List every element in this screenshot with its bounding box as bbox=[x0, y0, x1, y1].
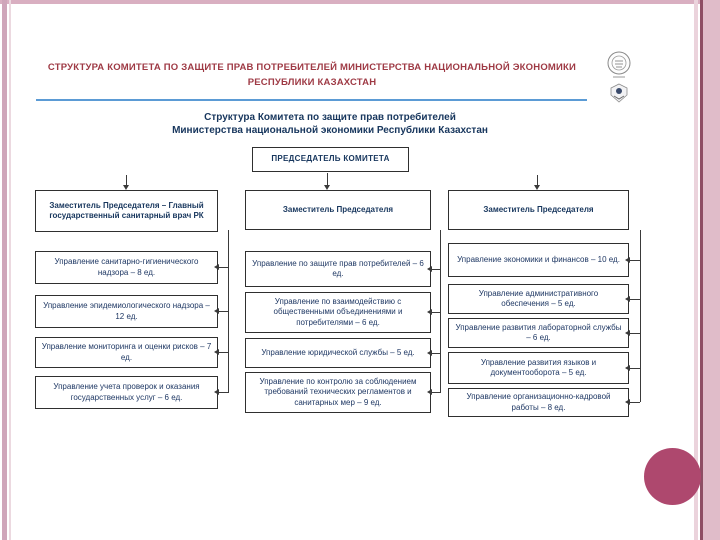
org-box: Управление экономики и финансов – 10 ед. bbox=[448, 243, 629, 277]
connector-arrow-down bbox=[123, 175, 129, 190]
chart-heading-line1: Структура Комитета по защите прав потреб… bbox=[204, 112, 456, 123]
decorative-circle bbox=[644, 448, 701, 505]
connector-arrow bbox=[625, 399, 640, 405]
slide-top-border bbox=[0, 0, 720, 4]
slide-title: СТРУКТУРА КОМИТЕТА ПО ЗАЩИТЕ ПРАВ ПОТРЕБ… bbox=[47, 62, 577, 88]
org-box-deputy-middle: Заместитель Председателя bbox=[245, 190, 431, 230]
chart-heading: Структура Комитета по защите прав потреб… bbox=[100, 111, 560, 137]
slide-left-border bbox=[2, 0, 7, 540]
connector-arrow bbox=[625, 296, 640, 302]
org-box: Управление юридической службы – 5 ед. bbox=[245, 338, 431, 368]
connector-arrow bbox=[214, 264, 228, 270]
connector-arrow bbox=[427, 266, 440, 272]
org-box: Управление эпидемиологического надзора –… bbox=[35, 295, 218, 328]
connector-arrow bbox=[625, 257, 640, 263]
org-box: Управление развития языков и документооб… bbox=[448, 352, 629, 384]
org-box: Управление мониторинга и оценки рисков –… bbox=[35, 337, 218, 368]
connector-arrow bbox=[214, 349, 228, 355]
org-box: Управление по контролю за соблюдением тр… bbox=[245, 372, 431, 413]
org-box: Управление учета проверок и оказания гос… bbox=[35, 376, 218, 409]
ministry-emblem-icon bbox=[604, 50, 634, 111]
connector-arrow bbox=[625, 330, 640, 336]
connector-arrow-down bbox=[324, 173, 330, 190]
slide-right-border-line bbox=[700, 0, 703, 540]
connector-arrow bbox=[427, 309, 440, 315]
org-box: Управление организационно-кадровой работ… bbox=[448, 388, 629, 417]
org-box-deputy-left: Заместитель Председателя – Главный госуд… bbox=[35, 190, 218, 232]
title-underline bbox=[36, 99, 587, 101]
chart-heading-line2: Министерства национальной экономики Респ… bbox=[172, 125, 488, 136]
connector-arrow bbox=[214, 308, 228, 314]
connector-arrow bbox=[427, 350, 440, 356]
connector-arrow bbox=[427, 389, 440, 395]
slide-right-border-thin bbox=[694, 0, 698, 540]
org-box: Управление административного обеспечения… bbox=[448, 284, 629, 314]
connector-line bbox=[640, 230, 641, 402]
org-box: Управление по защите прав потребителей –… bbox=[245, 251, 431, 287]
org-box: Управление санитарно-гигиенического надз… bbox=[35, 251, 218, 284]
org-box-deputy-right: Заместитель Председателя bbox=[448, 190, 629, 230]
org-box-chairman: ПРЕДСЕДАТЕЛЬ КОМИТЕТА bbox=[252, 147, 409, 172]
org-box: Управление развития лабораторной службы … bbox=[448, 318, 629, 348]
connector-arrow-down bbox=[534, 175, 540, 190]
connector-arrow bbox=[214, 389, 228, 395]
org-box: Управление по взаимодействию с обществен… bbox=[245, 292, 431, 333]
slide-right-border bbox=[703, 0, 720, 540]
connector-line bbox=[228, 230, 229, 393]
connector-line bbox=[440, 230, 441, 393]
slide-left-border-thin bbox=[9, 0, 11, 540]
connector-arrow bbox=[625, 365, 640, 371]
